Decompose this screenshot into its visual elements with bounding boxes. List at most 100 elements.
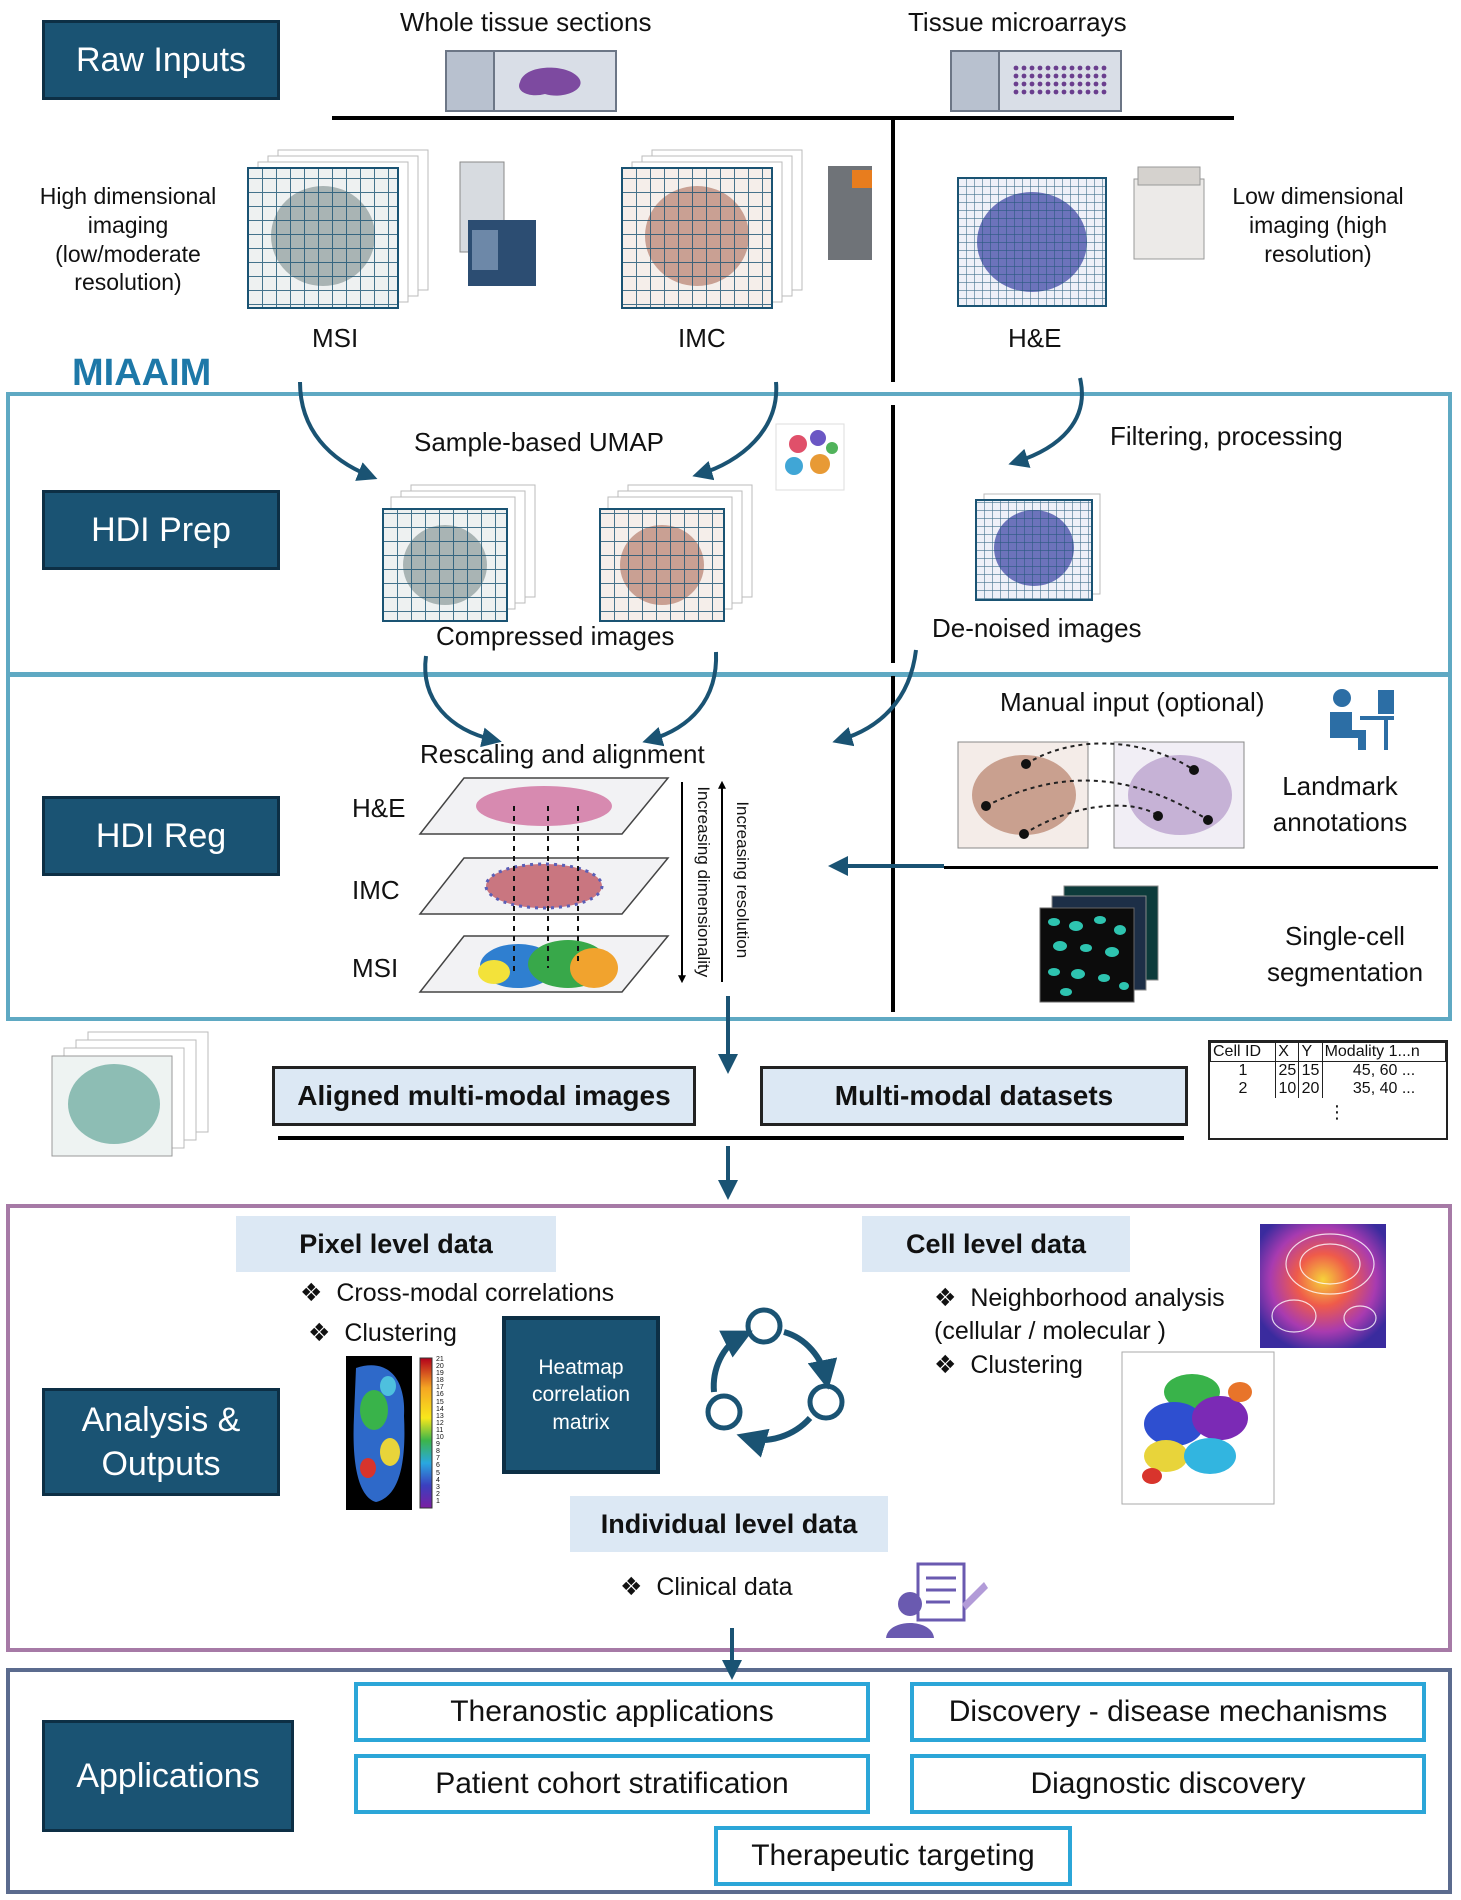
table-cell: 35, 40 ... [1352,1080,1416,1097]
segmentation-label: Single-cell segmentation [1266,921,1424,988]
table-cell: 15 [1298,1061,1323,1080]
microarray-core [1037,73,1043,79]
filtering-label: Filtering, processing [1110,421,1343,451]
microarray-core [1061,65,1067,71]
microarray-core [1061,73,1067,79]
microarray-core [1101,65,1107,71]
colorbar-tick-label: 4 [436,1476,440,1484]
resolution-arrow [718,780,726,982]
layer-he-label: H&E [352,793,406,823]
colorbar-tick-label: 9 [436,1441,440,1449]
colorbar-tick-label: 6 [436,1462,440,1470]
microarray-core [1085,73,1091,79]
microarray-core [1053,65,1059,71]
low-dim-label: Low dimensional imaging (high resolution… [1232,183,1404,267]
microarray-core [1013,73,1019,79]
neighborhood-heatmap-image [1260,1224,1386,1348]
microarray-label: Tissue microarrays [908,7,1127,37]
microarray-core [1101,81,1107,87]
msi-label: MSI [312,323,359,353]
microarray-core [1101,73,1107,79]
clustering-map-image [346,1356,412,1510]
imc-image-stack [621,149,803,309]
microarray-slide-icon [950,50,1122,112]
raw-divider [332,116,1234,120]
colorbar-tick-label: 1 [436,1497,440,1505]
microarray-core [1077,73,1083,79]
table-cell: 2 [1210,1080,1277,1098]
analysis-frame [6,1204,1452,1652]
he-label: H&E [1008,323,1062,353]
colorbar-tick-label: 18 [436,1377,444,1385]
table-header: Y [1298,1042,1323,1062]
manual-input-label: Manual input (optional) [1000,687,1265,717]
colorbar-tick-label: 14 [436,1405,444,1413]
table-cell: 25 [1275,1061,1300,1080]
microarray-core [1085,81,1091,87]
compressed-label: Compressed images [436,621,675,651]
microarray-core [1053,73,1059,79]
microarray-core [1045,89,1051,95]
layer-imc-label: IMC [352,875,400,905]
imc-instrument-icon [828,166,872,260]
microarray-core [1077,65,1083,71]
bullet-icon: ❖ [620,1573,657,1601]
microarray-core [1085,89,1091,95]
compressed-imc-stack [599,484,753,622]
clinical-data-icon [886,1562,988,1638]
microarray-core [1061,89,1067,95]
stage-applications: Applications [42,1720,294,1832]
cell-level-title: Cell level data [862,1216,1130,1272]
colorbar-tick-label: 11 [436,1426,444,1434]
microarray-core [1077,89,1083,95]
arrow-denoised-to-reg [832,649,918,747]
microarray-core [1029,89,1035,95]
slide-scanner-icon [1133,166,1205,260]
microarray-core [1069,81,1075,87]
whole-tissue-slide-icon [445,50,617,112]
microarray-core [1069,65,1075,71]
colorbar-tick-label: 10 [436,1434,444,1442]
microarray-core [1093,89,1099,95]
colorbar-tick-label: 21 [436,1356,444,1363]
cycle-icon [705,1307,845,1458]
microarray-core [1069,89,1075,95]
bullet-icon: ❖ [934,1284,971,1312]
umap-plot-icon [775,423,845,491]
colorbar-tick-label: 17 [436,1384,444,1392]
app-discovery: Discovery - disease mechanisms [910,1682,1426,1742]
microarray-core [1029,81,1035,87]
table-cell: 45, 60 ... [1352,1062,1416,1079]
pixel-item-clustering: ❖ Clustering [308,1319,457,1347]
aligned-image-stack-icon [51,1031,209,1157]
table-header: Cell ID [1209,1042,1277,1062]
vertical-divider-top [891,120,895,382]
microarray-core [1093,81,1099,87]
stage-hdi-reg: HDI Reg [42,796,280,876]
umap-label: Sample-based UMAP [414,427,664,457]
arrow-compressed-to-reg-right [642,651,719,747]
mass-spectrometer-icon [459,161,536,286]
cell-item-clustering: ❖ Clustering [934,1351,1083,1379]
stage-analysis: Analysis & Outputs [42,1388,280,1496]
high-dim-label: High dimensional imaging (low/moderate r… [39,183,217,296]
microarray-core [1077,81,1083,87]
arrow-msi-to-prep [298,381,378,481]
microarray-core [1053,81,1059,87]
microarray-core [1085,65,1091,71]
aligned-layers-diagram [418,777,670,993]
app-therapeutic: Therapeutic targeting [714,1826,1072,1886]
segmentation-image-stack [1039,885,1159,1003]
cluster-scatter-image [1121,1351,1275,1505]
microarray-core [1029,73,1035,79]
colorbar-tick-label: 16 [436,1391,444,1399]
table-cell: 20 [1298,1080,1323,1098]
heatmap-correlation-box: Heatmap correlation matrix [502,1316,660,1474]
microarray-core [1045,65,1051,71]
dimensionality-arrow [678,782,686,984]
whole-tissue-label: Whole tissue sections [400,7,652,37]
table-cell: 10 [1275,1080,1300,1098]
arrow-he-to-prep [1008,377,1084,468]
layer-msi-label: MSI [352,953,399,983]
